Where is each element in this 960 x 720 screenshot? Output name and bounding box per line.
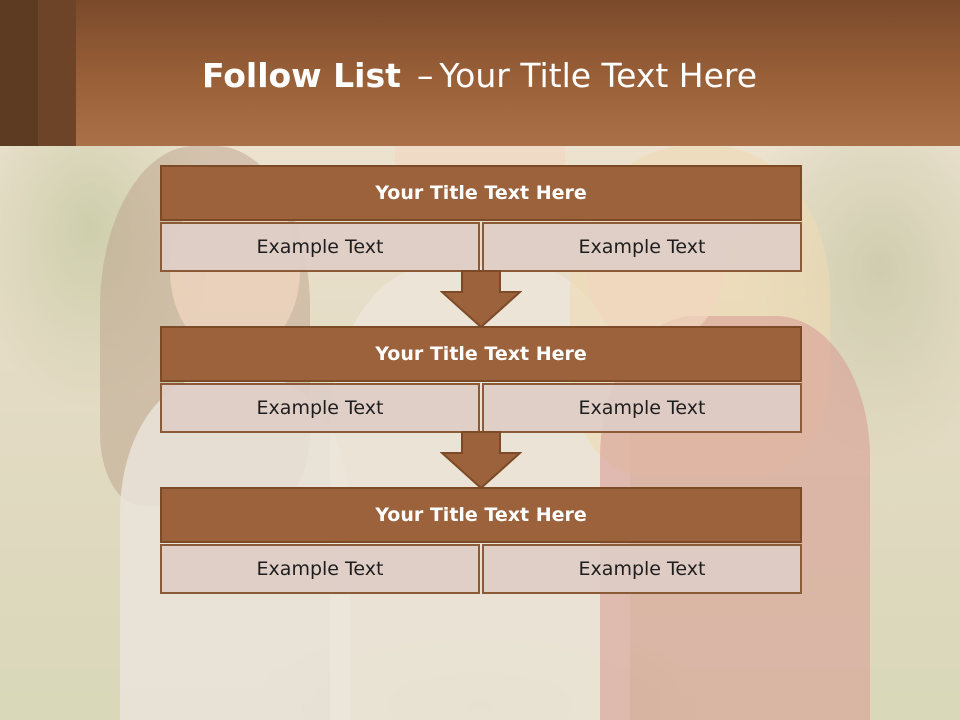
slide-title[interactable]: Follow List–Your Title Text Here	[202, 56, 757, 95]
list-item-row: Example Text Example Text	[160, 222, 802, 272]
slide-title-dash: –	[416, 56, 434, 95]
list-item-right-text[interactable]: Example Text	[482, 222, 802, 272]
down-arrow-icon	[440, 431, 522, 489]
slide-title-rest: Your Title Text Here	[439, 56, 758, 95]
header-accent-strip	[38, 0, 76, 146]
list-item-2: Your Title Text Here Example Text Exampl…	[160, 326, 802, 433]
list-item-1: Your Title Text Here Example Text Exampl…	[160, 165, 802, 272]
list-item-row: Example Text Example Text	[160, 544, 802, 594]
list-item-right-text[interactable]: Example Text	[482, 544, 802, 594]
header-accent-strip-dark	[0, 0, 38, 146]
slide-title-bold: Follow List	[202, 56, 401, 95]
list-item-right-text[interactable]: Example Text	[482, 383, 802, 433]
list-item-title[interactable]: Your Title Text Here	[160, 326, 802, 382]
title-bar: Follow List–Your Title Text Here	[0, 0, 960, 146]
list-item-title[interactable]: Your Title Text Here	[160, 487, 802, 543]
list-item-left-text[interactable]: Example Text	[160, 544, 480, 594]
list-item-left-text[interactable]: Example Text	[160, 222, 480, 272]
down-arrow-icon	[440, 270, 522, 328]
list-item-title[interactable]: Your Title Text Here	[160, 165, 802, 221]
list-item-3: Your Title Text Here Example Text Exampl…	[160, 487, 802, 594]
list-item-left-text[interactable]: Example Text	[160, 383, 480, 433]
list-item-row: Example Text Example Text	[160, 383, 802, 433]
